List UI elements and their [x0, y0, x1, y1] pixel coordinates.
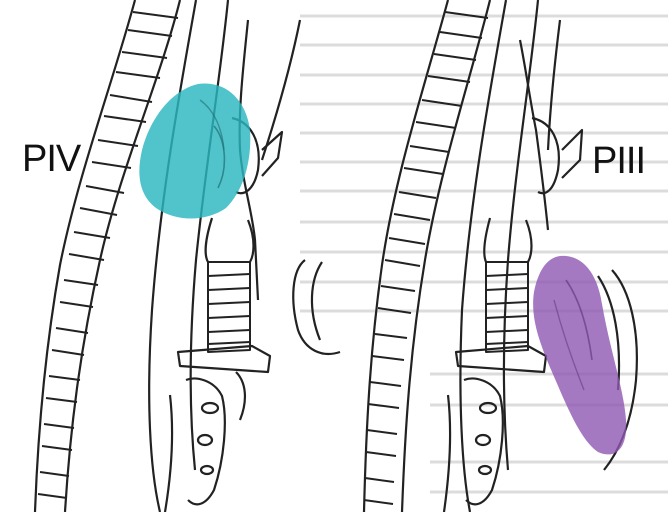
right-trachea: [486, 262, 528, 352]
right-purple-region: [533, 256, 626, 455]
left-cyan-region: [139, 83, 250, 218]
left-panel: [35, 0, 340, 512]
left-trachea: [208, 262, 250, 352]
right-spine-outline: [402, 0, 490, 512]
label-piii: PIII: [592, 140, 645, 183]
label-piv: PIV: [22, 138, 80, 181]
